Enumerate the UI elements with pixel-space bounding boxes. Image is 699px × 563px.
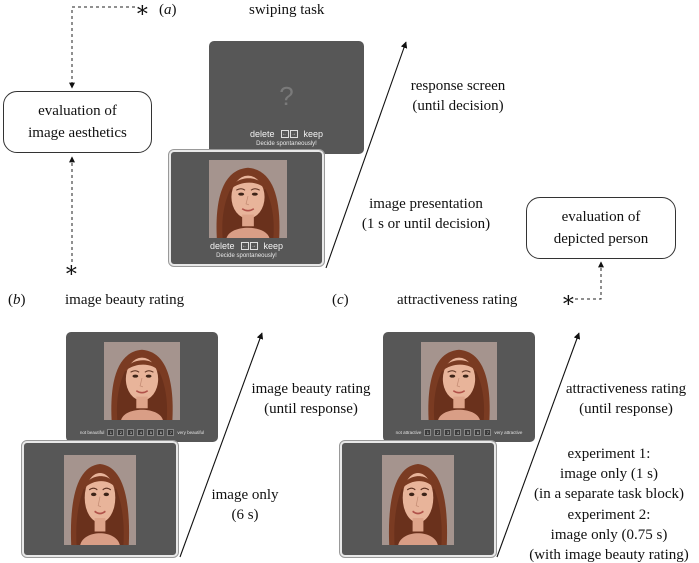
rating-box-1: 1 xyxy=(107,429,115,436)
image-presentation-note: image presentation (1 s or until decisio… xyxy=(346,194,506,234)
beauty-rating-screen: not beautiful 1 2 3 4 5 6 7 very beautif… xyxy=(66,332,218,442)
rating-box-6: 6 xyxy=(157,429,165,436)
beauty-rating-scale: not beautiful 1 2 3 4 5 6 7 very beautif… xyxy=(66,429,218,436)
rating-box-7: 7 xyxy=(484,429,492,436)
response-note-line2: (until decision) xyxy=(412,98,504,114)
right-arrow-key-icon: → xyxy=(289,130,298,138)
asterisk-bottom: ∗ xyxy=(64,257,79,282)
exp2-note-line3: (with image beauty rating) xyxy=(529,547,689,563)
decide-text-back: Decide spontaneously! xyxy=(256,141,317,147)
image-only-note-b: image only (6 s) xyxy=(200,485,290,525)
very-attractive-label: very attractive xyxy=(494,430,523,435)
asterisk-top: ∗ xyxy=(135,0,150,22)
rating-box-4: 4 xyxy=(454,429,462,436)
not-beautiful-label: not beautiful xyxy=(79,430,105,435)
attract-rating-note-line2: (until response) xyxy=(579,401,673,417)
evaluation-depicted-person-box: evaluation of depicted person xyxy=(526,197,676,259)
right-arrow-key-icon: → xyxy=(249,242,258,250)
rating-box-6: 6 xyxy=(474,429,482,436)
beauty-rating-note: image beauty rating (until response) xyxy=(241,379,381,419)
panel-b-title: image beauty rating xyxy=(65,292,185,308)
panel-a-title: swiping task xyxy=(249,2,325,18)
left-arrow-key-icon: ← xyxy=(240,242,249,250)
delete-label: delete xyxy=(249,129,275,139)
presentation-note-line2: (1 s or until decision) xyxy=(361,216,491,232)
rating-box-7: 7 xyxy=(167,429,175,436)
image-only-screen-b xyxy=(21,440,179,558)
not-attractive-label: not attractive xyxy=(395,430,422,435)
beauty-rating-note-line2: (until response) xyxy=(264,401,358,417)
image-only-note-line2: (6 s) xyxy=(231,507,259,523)
delete-label: delete xyxy=(209,241,235,251)
attractiveness-rating-screen: not attractive 1 2 3 4 5 6 7 very attrac… xyxy=(383,332,535,442)
rating-box-2: 2 xyxy=(434,429,442,436)
image-only-note-line1: image only xyxy=(211,487,279,503)
keep-label: keep xyxy=(263,241,284,251)
rating-box-3: 3 xyxy=(127,429,135,436)
response-screen: ? delete ←→ keep Decide spontaneously! xyxy=(209,41,364,154)
experiment-2-note: experiment 2: image only (0.75 s) (with … xyxy=(521,505,697,563)
evaluation-image-aesthetics-box: evaluation of image aesthetics xyxy=(3,91,152,153)
rating-box-1: 1 xyxy=(424,429,432,436)
beauty-rating-note-line1: image beauty rating xyxy=(251,381,371,397)
dashed-connector-aesthetics xyxy=(69,6,135,262)
rating-box-5: 5 xyxy=(464,429,472,436)
eval-aesthetics-line1: evaluation of xyxy=(38,103,117,119)
time-arrow-b xyxy=(179,332,264,558)
rating-box-2: 2 xyxy=(117,429,125,436)
response-note-line1: response screen xyxy=(410,78,506,94)
very-beautiful-label: very beautiful xyxy=(177,430,205,435)
asterisk-right: ∗ xyxy=(561,287,576,312)
panel-c-label: (c) xyxy=(332,292,349,308)
attractiveness-rating-note: attractiveness rating (until response) xyxy=(560,379,692,419)
rating-box-3: 3 xyxy=(444,429,452,436)
panel-c-title: attractiveness rating xyxy=(397,292,518,308)
rating-box-5: 5 xyxy=(147,429,155,436)
attractiveness-rating-scale: not attractive 1 2 3 4 5 6 7 very attrac… xyxy=(383,429,535,436)
presentation-note-line1: image presentation xyxy=(369,196,483,212)
exp1-note-line3: (in a separate task block) xyxy=(534,486,684,502)
swipe-controls-back: delete ←→ keep xyxy=(209,129,364,139)
eval-aesthetics-line2: image aesthetics xyxy=(28,125,127,141)
exp1-note-line1: experiment 1: xyxy=(567,446,651,462)
experiment-1-note: experiment 1: image only (1 s) (in a sep… xyxy=(521,444,697,504)
exp2-note-line1: experiment 2: xyxy=(567,507,651,523)
exp1-note-line2: image only (1 s) xyxy=(560,466,658,482)
presentation-screen: delete ←→ keep Decide spontaneously! xyxy=(168,149,325,267)
eval-person-line1: evaluation of xyxy=(561,209,641,225)
dashed-connector-person xyxy=(575,261,604,300)
response-screen-note: response screen (until decision) xyxy=(398,76,518,116)
time-arrow-c xyxy=(496,332,581,558)
image-only-screen-c xyxy=(339,440,497,558)
swipe-controls-front: delete ←→ keep xyxy=(171,241,322,251)
exp2-note-line2: image only (0.75 s) xyxy=(550,527,668,543)
attract-rating-note-line1: attractiveness rating xyxy=(565,381,687,397)
question-mark: ? xyxy=(279,81,294,111)
panel-b-label: (b) xyxy=(8,292,26,308)
keep-label: keep xyxy=(303,129,324,139)
decide-text-front: Decide spontaneously! xyxy=(216,253,277,259)
time-arrow-a xyxy=(325,41,408,269)
left-arrow-key-icon: ← xyxy=(280,130,289,138)
panel-a-label: (a) xyxy=(159,2,177,18)
rating-box-4: 4 xyxy=(137,429,145,436)
eval-person-line2: depicted person xyxy=(553,231,649,247)
